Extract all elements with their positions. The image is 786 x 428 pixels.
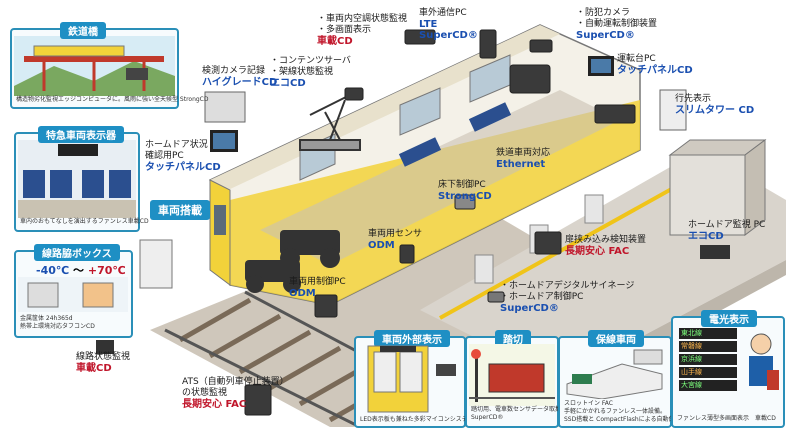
maintenance-caption-1: スロットイン FAC [564,400,613,407]
board-row: 常磐線 [679,341,737,352]
rail-left [164,328,361,427]
express-title: 特急車両表示器 [38,126,124,143]
maintenance-caption-3: SSD搭載と CompactFlashによる自動保存 [564,416,681,423]
crossing-illustration [469,344,555,406]
board-row: 東北線 [679,328,737,339]
maintenance-panel: 保線車両 スロットイン FAC 手軽にかかれるファンレス一体設備。 SSD搭載と… [558,330,681,428]
center-tag: 車両搭載 [150,200,210,220]
security-device [529,39,553,53]
electric-title: 電光表示 [701,310,757,327]
temp-low: -40℃ [36,264,70,277]
express-panel: 特急車両表示器 車内のおもてなしを演出するファンレス車載CD [14,126,149,232]
maintenance-caption-2: 手軽にかかれるファンレス一体設備。 [564,408,667,415]
temperature-range: -40℃ ～ +70℃ [36,262,126,278]
maintenance-illustration [566,349,663,399]
ethernet-label: 鉄道車両対応 Ethernet [496,148,551,170]
maintenance-title: 保線車両 [588,330,644,347]
pinch-label: 扉挟み込み検知装置 長期安心 FAC [565,235,647,257]
train-windows [299,54,511,181]
trackside-title: 線路脇ボックス [34,244,120,261]
electric-panel: 電光表示 東北線 常磐線 京浜線 山手線 大宮線 ファンレス薄型多画面表示 車載… [671,310,785,428]
trackside-caption-2: 熱帯上環境対応タフコンCD [20,323,95,330]
aircon-label: ・車両内空調状態監視 ・多画面表示 車載CD [317,14,408,47]
homedoor-pc-label: ホームドア状況 確認用PC タッチパネルCD [145,140,221,173]
driver-label: 運転台PC タッチパネルCD [617,54,693,76]
odm-label: 車両用制御PC ODM [289,277,346,299]
trackside-caption-1: 金属筐体 24h365d [20,315,73,322]
aircon-device [404,29,436,45]
bridge-panel: 鉄道橋 構造物劣化監視エッジコンピュータに。風雨に強い全天候型 StrongCD [10,22,209,109]
exterior-title: 車両外部表示 [374,330,450,347]
signage-label: ・ホームドアデジタルサイネージ ・ホームドア制御PC SuperCD® [500,281,635,314]
destination-label: 行先表示 スリムタワー CD [675,94,755,116]
board-row: 大宮線 [679,380,737,391]
exterior-caption: LED表示板も兼ねた多彩マイコンシステムの機能 [360,416,492,423]
train-seats [398,102,512,167]
crossing-title: 踏切 [495,330,531,347]
express-caption: 車内のおもてなしを演出するファンレス車載CD [20,218,149,225]
express-illustration [18,140,136,218]
content-label: ・コンテンツサーバ ・架線状態監視 エコCD [270,56,351,89]
pantograph [299,94,361,151]
train-floor [260,90,620,265]
bridge-title: 鉄道橋 [60,22,106,39]
trackside-illustration [18,277,128,312]
lte-device [479,29,497,59]
homedoor-monitor-label: ホームドア監視 PC エコCD [688,220,766,242]
temp-sep: ～ [73,264,85,277]
lte-label: 車外通信PC LTE SuperCD® [419,8,478,41]
console-device [594,104,636,124]
trackside-panel: 線路脇ボックス -40℃ ～ +70℃ 金属筐体 24h365d 熱帯上環境対応… [14,244,133,338]
departure-board: 東北線 常磐線 京浜線 山手線 大宮線 [679,328,737,391]
sensor-label: 車両用センサ ODM [368,229,423,251]
crossing-caption-2: SuperCD® [471,414,504,421]
board-row: 山手線 [679,367,737,378]
crossing-caption-1: 踏切用、電車数センサデータ取集に [471,406,568,413]
bridge-caption: 構造物劣化監視エッジコンピュータに。風雨に強い全天候型 StrongCD [16,96,209,103]
driver-panel [509,64,551,94]
camera-label: 検測カメラ記録 ハイグレードCD [202,66,278,88]
electric-caption: ファンレス薄型多画面表示 車載CD [677,415,776,422]
bridge-illustration [14,36,175,96]
train-bogies [245,230,340,293]
line-monitor-label: 線路状態監視 車載CD [76,352,131,374]
screens [204,56,614,152]
security-label: ・防犯カメラ ・自動運転制御装置 SuperCD® [576,8,658,41]
crossing-panel: 踏切 踏切用、電車数センサデータ取集に SuperCD® [465,330,567,428]
sensor-device [399,244,415,264]
ats-device [244,384,272,416]
tower-pc [659,89,687,131]
underfloor-device [454,194,476,210]
exterior-panel: 車両外部表示 LED表示板も兼ねた多彩マイコンシステムの機能 [354,330,492,428]
trackside-box [139,239,173,289]
odm-device [314,294,338,318]
devices [244,29,636,416]
line-monitor-device [96,340,114,354]
passenger-illustration [749,333,779,390]
homedoor-device [700,245,730,259]
temp-high: +70℃ [87,264,126,277]
exterior-illustration [367,345,456,413]
pinch-device [534,231,562,255]
board-row: 京浜線 [679,354,737,365]
ats-label: ATS（自動列車停止装置） の状態監視 長期安心 FAC [182,377,289,410]
underfloor-label: 床下制御PC StrongCD [438,180,492,202]
signage-device [487,291,505,303]
content-device [344,87,364,101]
